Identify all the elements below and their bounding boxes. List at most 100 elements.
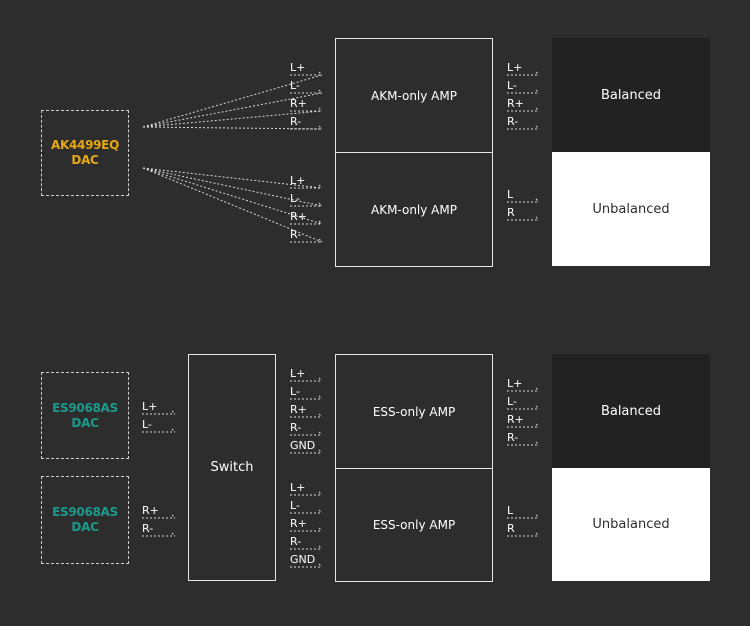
top-balanced-output: Balanced xyxy=(552,38,710,153)
output-arrow-head xyxy=(535,532,540,537)
dac-fanout-wire xyxy=(142,167,323,225)
ess-dac-a-box: ES9068AS DAC xyxy=(41,372,129,459)
pin-label: R- xyxy=(290,535,302,548)
pin-label: R+ xyxy=(507,413,524,426)
input-arrow-head xyxy=(318,107,323,112)
ess-dac-b-model: ES9068AS xyxy=(52,505,118,519)
input-arrow-head xyxy=(318,202,323,207)
input-arrow-head xyxy=(318,220,323,225)
pin-label: R- xyxy=(290,228,302,241)
switch-amp-arrow-head xyxy=(318,545,323,550)
switch-amp-arrow-head xyxy=(318,431,323,436)
output-arrow-head xyxy=(535,405,540,410)
switch-amp-arrow-head xyxy=(318,377,323,382)
ess-dac-a-model: ES9068AS xyxy=(52,400,118,415)
pin-label: L- xyxy=(290,499,300,512)
pin-label: R+ xyxy=(142,504,159,517)
dac-switch-arrow-head xyxy=(171,532,176,537)
dac-fanout-wire xyxy=(142,167,323,207)
pin-label: L- xyxy=(290,385,300,398)
ess-amp-lower: ESS-only AMP xyxy=(335,468,493,582)
pin-label: L+ xyxy=(290,367,306,380)
switch-amp-arrow-head xyxy=(318,491,323,496)
dac-fanout-wire xyxy=(142,126,323,130)
akm-amp-upper: AKM-only AMP xyxy=(335,38,493,153)
pin-label: L- xyxy=(507,79,517,92)
switch-label: Switch xyxy=(210,460,254,475)
output-arrow-head xyxy=(535,125,540,130)
switch-amp-arrow-head xyxy=(318,563,323,568)
akm-dac-box: AK4499EQ DAC xyxy=(41,110,129,196)
pin-label: R xyxy=(507,206,515,219)
input-arrow-head xyxy=(318,71,323,76)
bottom-unbalanced-output: Unbalanced xyxy=(552,468,710,581)
dac-switch-arrow-head xyxy=(171,410,176,415)
input-arrow-head xyxy=(318,238,323,243)
switch-amp-arrow-head xyxy=(318,395,323,400)
output-arrow-head xyxy=(535,198,540,203)
output-arrow-head xyxy=(535,71,540,76)
output-arrow-head xyxy=(535,514,540,519)
ess-amp-lower-label: ESS-only AMP xyxy=(372,518,456,532)
top-balanced-label: Balanced xyxy=(600,88,662,103)
pin-label: R- xyxy=(507,431,519,444)
switch-amp-arrow-head xyxy=(318,527,323,532)
pin-label: GND xyxy=(290,439,316,452)
pin-label: R+ xyxy=(290,403,307,416)
pin-label: R+ xyxy=(290,210,307,223)
switch-amp-arrow-head xyxy=(318,509,323,514)
input-arrow-head xyxy=(318,125,323,130)
pin-label: L xyxy=(507,188,514,201)
pin-label: L+ xyxy=(507,377,523,390)
switch-box: Switch xyxy=(188,354,276,581)
akm-amp-upper-label: AKM-only AMP xyxy=(371,88,457,103)
output-arrow-head xyxy=(535,89,540,94)
ess-amp-upper: ESS-only AMP xyxy=(335,354,493,469)
pin-label: R- xyxy=(290,421,302,434)
dac-fanout-wire xyxy=(142,110,323,128)
pin-label: L- xyxy=(290,79,300,92)
pin-label: R- xyxy=(290,115,302,128)
ess-dac-b-box: ES9068AS DAC xyxy=(41,476,129,564)
pin-label: L- xyxy=(290,192,300,205)
pin-label: L+ xyxy=(507,61,523,74)
output-arrow-head xyxy=(535,423,540,428)
pin-label: L xyxy=(507,504,514,517)
pin-label: R- xyxy=(507,115,519,128)
ess-dac-b-label: DAC xyxy=(71,520,99,534)
output-arrow-head xyxy=(535,107,540,112)
pin-label: R+ xyxy=(507,97,524,110)
ess-dac-a-label: DAC xyxy=(71,415,99,430)
akm-dac-model: AK4499EQ xyxy=(51,138,119,152)
pin-label: R xyxy=(507,522,515,535)
pin-label: L+ xyxy=(290,174,306,187)
top-unbalanced-label: Unbalanced xyxy=(592,201,670,217)
akm-dac-label: DAC xyxy=(71,153,99,167)
pin-label: R+ xyxy=(290,97,307,110)
dac-switch-arrow-head xyxy=(171,428,176,433)
pin-label: L- xyxy=(142,418,152,431)
output-arrow-head xyxy=(535,216,540,221)
output-arrow-head xyxy=(535,387,540,392)
pin-label: L+ xyxy=(290,481,306,494)
bottom-unbalanced-label: Unbalanced xyxy=(592,517,670,532)
pin-label: R+ xyxy=(290,517,307,530)
akm-amp-lower-label: AKM-only AMP xyxy=(371,202,457,217)
output-arrow-head xyxy=(535,441,540,446)
bottom-balanced-label: Balanced xyxy=(600,404,662,419)
input-arrow-head xyxy=(318,184,323,189)
ess-amp-upper-label: ESS-only AMP xyxy=(372,404,456,419)
dac-switch-arrow-head xyxy=(171,514,176,519)
top-unbalanced-output: Unbalanced xyxy=(552,152,710,266)
pin-label: L+ xyxy=(142,400,158,413)
pin-label: GND xyxy=(290,553,316,566)
dac-fanout-wire xyxy=(142,74,323,128)
bottom-balanced-output: Balanced xyxy=(552,354,710,469)
pin-label: R- xyxy=(142,522,154,535)
switch-amp-arrow-head xyxy=(318,413,323,418)
input-arrow-head xyxy=(318,89,323,94)
dac-fanout-wire xyxy=(142,167,323,243)
pin-label: L+ xyxy=(290,61,306,74)
akm-amp-lower: AKM-only AMP xyxy=(335,152,493,267)
